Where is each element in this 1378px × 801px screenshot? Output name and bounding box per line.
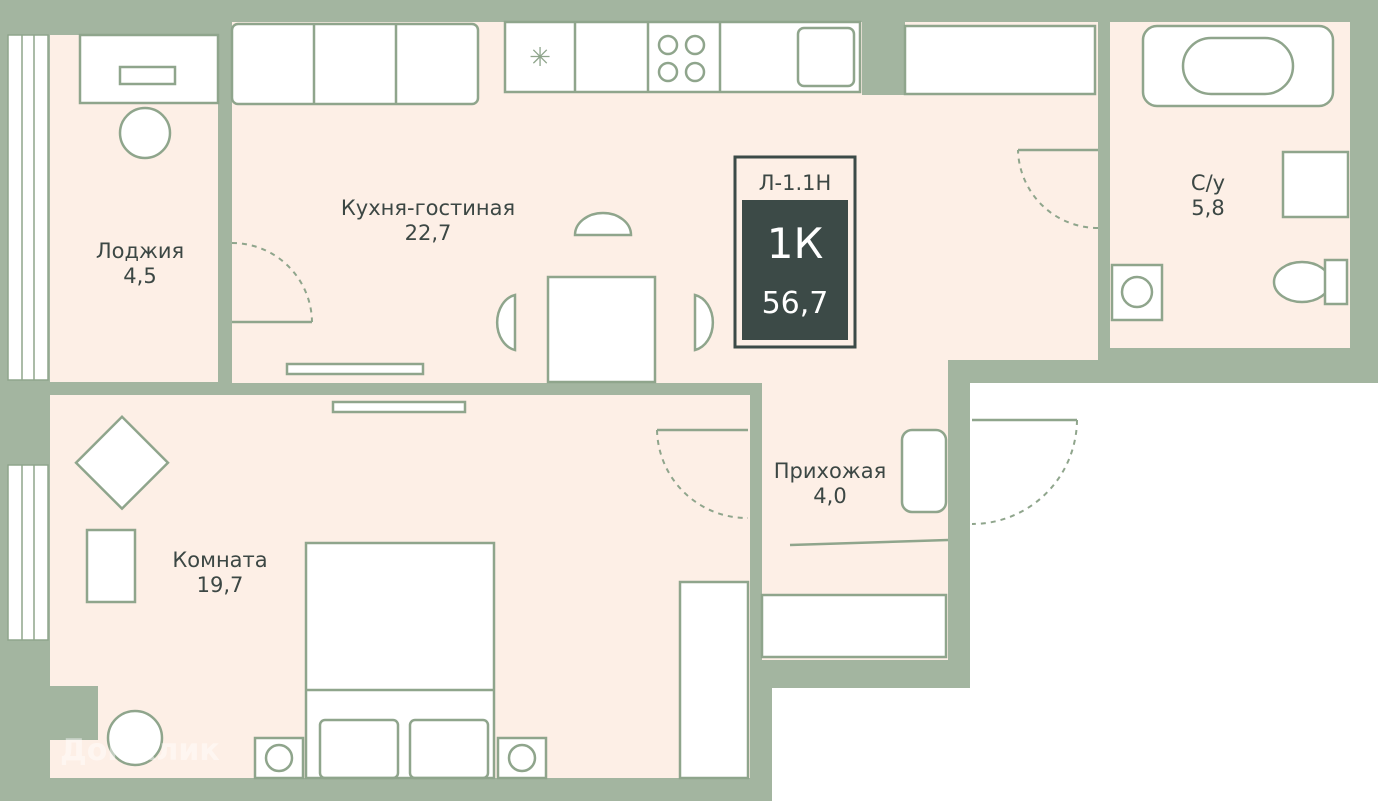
- room-area-hallway: 4,0: [813, 484, 846, 508]
- window-room: [7, 464, 49, 641]
- unit-badge: Л-1.1Н 1К 56,7: [733, 155, 857, 349]
- room-label-room: Комната: [172, 548, 267, 572]
- tv: [331, 400, 467, 414]
- furniture: ✳: [74, 20, 1350, 780]
- shoe-bench: [900, 428, 948, 514]
- wardrobe-kitchen: [903, 24, 1097, 96]
- watermark: ДомКлик: [60, 733, 220, 768]
- room-area-loggia: 4,5: [123, 264, 156, 288]
- plant: [106, 709, 164, 767]
- room-area-kitchen: 22,7: [405, 221, 452, 245]
- toilet: [1272, 260, 1332, 304]
- wardrobe-hallway: [760, 593, 948, 659]
- wall-block: [50, 686, 98, 740]
- nightstand: [85, 528, 137, 604]
- room-label-kitchen: Кухня-гостиная: [341, 196, 515, 220]
- tv-stand: [285, 362, 425, 376]
- sofa: [230, 22, 480, 106]
- bathroom-sink: [1281, 150, 1350, 219]
- chair: [495, 293, 517, 352]
- dining-table: [546, 275, 657, 384]
- bed: [304, 541, 496, 780]
- chair: [693, 293, 715, 352]
- room-label-hallway: Прихожая: [774, 459, 886, 483]
- chair: [573, 211, 633, 237]
- total-area: 56,7: [762, 286, 829, 321]
- kitchen-sink: [796, 26, 856, 88]
- room-area-bathroom: 5,8: [1191, 196, 1224, 220]
- toilet-tank: [1323, 258, 1349, 306]
- unit-code: Л-1.1Н: [759, 171, 832, 195]
- wardrobe-room: [678, 580, 750, 780]
- rooms-type: 1К: [767, 219, 824, 268]
- doors: [231, 148, 1099, 547]
- desk-chair: [118, 106, 172, 160]
- room-label-loggia: Лоджия: [96, 239, 184, 263]
- fridge-icon: ✳: [529, 43, 551, 73]
- windows: [7, 34, 49, 641]
- wall-block: [862, 22, 905, 95]
- washing-machine: [1110, 263, 1164, 322]
- armchair: [74, 414, 170, 511]
- room-label-bathroom: С/у: [1191, 171, 1225, 195]
- window-loggia: [7, 34, 49, 381]
- keyboard-icon: [118, 65, 177, 86]
- room-area-room: 19,7: [197, 573, 244, 597]
